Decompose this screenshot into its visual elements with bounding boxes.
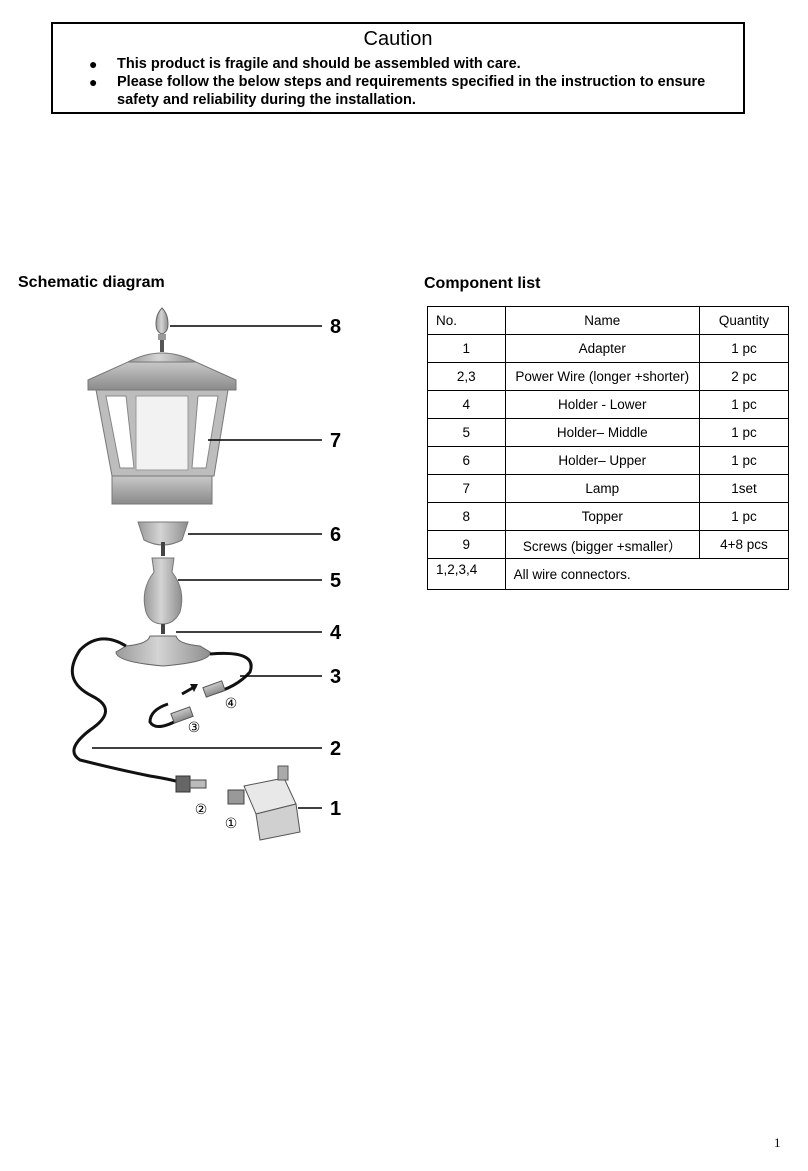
row-name: Lamp	[504, 474, 700, 503]
component-list-title: Component list	[424, 275, 541, 292]
row-qty: 1set	[698, 474, 790, 503]
callout-8: 8	[330, 316, 341, 338]
footer-name: All wire connectors.	[504, 558, 790, 590]
arrow-head-icon	[190, 684, 198, 692]
caution-item: ● Please follow the below steps and requ…	[89, 73, 709, 109]
holder-lower-part	[115, 635, 211, 667]
row-qty: 4+8 pcs	[698, 530, 790, 559]
topper-part	[155, 307, 169, 340]
row-no: 8	[427, 502, 506, 531]
row-qty: 1 pc	[698, 446, 790, 475]
adapter-part	[243, 765, 301, 841]
table-header-row: No. Name Quantity	[427, 306, 790, 335]
callout-2: 2	[330, 738, 341, 760]
row-no: 5	[427, 418, 506, 447]
connector-mark-2: ②	[195, 802, 208, 818]
caution-item: ● This product is fragile and should be …	[89, 55, 709, 73]
footer-no: 1,2,3,4	[427, 558, 506, 590]
row-name: Holder– Middle	[504, 418, 700, 447]
row-qty: 2 pc	[698, 362, 790, 391]
caution-item-text: Please follow the below steps and requir…	[117, 74, 706, 108]
row-no: 9	[427, 530, 506, 559]
row-no: 2,3	[427, 362, 506, 391]
holder-upper-part	[137, 521, 189, 556]
row-no: 6	[427, 446, 506, 475]
row-name: Power Wire (longer +shorter)	[504, 362, 700, 391]
schematic-diagram: ③ ④ ② ① 8 7 6 5 4 3 2 1	[70, 307, 342, 841]
caution-box: Caution ● This product is fragile and sh…	[51, 22, 745, 114]
callout-4: 4	[330, 622, 342, 644]
page-number: 1	[774, 1135, 781, 1150]
row-qty: 1 pc	[698, 334, 790, 363]
callout-3: 3	[330, 666, 341, 688]
leader-lines	[92, 325, 322, 809]
callout-1: 1	[330, 798, 341, 820]
connector-mark-4: ④	[225, 696, 238, 712]
header-quantity: Quantity	[698, 306, 790, 335]
row-name: Holder– Upper	[504, 446, 700, 475]
holder-middle-part	[143, 557, 183, 634]
row-name: Holder - Lower	[504, 390, 700, 419]
row-qty: 1 pc	[698, 390, 790, 419]
row-no: 4	[427, 390, 506, 419]
connector-parts	[170, 680, 245, 805]
row-no: 7	[427, 474, 506, 503]
row-no: 1	[427, 334, 506, 363]
bullet-icon: ●	[89, 56, 98, 72]
header-name: Name	[504, 306, 700, 335]
row-qty: 1 pc	[698, 502, 790, 531]
row-name: Screws (bigger +smaller）	[504, 530, 700, 559]
caution-title: Caution	[363, 28, 433, 50]
connector-mark-3: ③	[188, 720, 201, 736]
bullet-icon: ●	[89, 74, 98, 90]
caution-item-text: This product is fragile and should be as…	[117, 56, 521, 72]
callout-7: 7	[330, 430, 341, 452]
row-qty: 1 pc	[698, 418, 790, 447]
row-name: Topper	[504, 502, 700, 531]
caution-list: ● This product is fragile and should be …	[89, 55, 709, 109]
callout-6: 6	[330, 524, 341, 546]
table-footer-row: 1,2,3,4 All wire connectors.	[427, 558, 790, 590]
row-name: Adapter	[504, 334, 700, 363]
connector-mark-1: ①	[225, 816, 238, 832]
callout-5: 5	[330, 570, 341, 592]
header-no: No.	[427, 306, 506, 335]
schematic-title: Schematic diagram	[18, 274, 165, 291]
lamp-part	[87, 340, 237, 505]
